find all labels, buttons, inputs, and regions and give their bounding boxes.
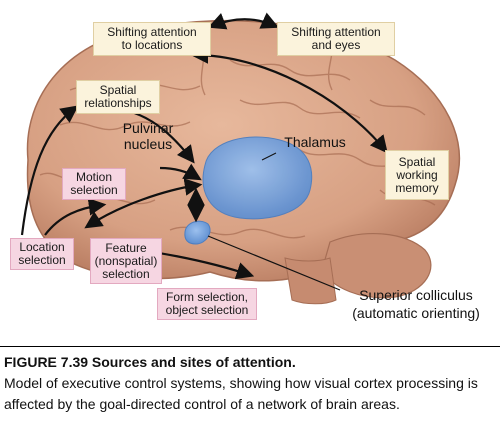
thalamus-leader (261, 152, 277, 161)
brain-cerebellum (321, 233, 432, 299)
brain-stem (284, 257, 337, 305)
arrow-shift-to-wm (190, 46, 388, 154)
caption-title: FIGURE 7.39 Sources and sites of attenti… (4, 354, 296, 370)
colliculus-leader (207, 235, 341, 291)
feature-box: Feature (nonspatial) selection (90, 238, 162, 284)
colliculus-label: Superior colliculus (automatic orienting… (352, 287, 480, 321)
arrow-spatial-rel (20, 105, 79, 236)
arrow-shift-locations-eyes (207, 12, 280, 30)
location-box: Location selection (10, 238, 74, 270)
shift-locations-box: Shifting attention to locations (93, 22, 211, 56)
caption-body: Model of executive control systems, show… (4, 375, 478, 412)
thalamus-label: Thalamus (284, 134, 346, 150)
pulvinar-label: Pulvinar nucleus (122, 120, 174, 152)
motion-box: Motion selection (62, 168, 126, 200)
caption-rule (0, 346, 500, 347)
form-box: Form selection, object selection (157, 288, 257, 320)
spatial-relationships-box: Spatial relationships (76, 80, 160, 114)
arrow-feature-pulvinar (84, 178, 203, 229)
spatial-wm-box: Spatial working memory (385, 150, 449, 200)
shift-eyes-box: Shifting attention and eyes (277, 22, 395, 56)
arrow-motion (159, 163, 202, 181)
figure-caption: FIGURE 7.39 Sources and sites of attenti… (4, 352, 498, 415)
